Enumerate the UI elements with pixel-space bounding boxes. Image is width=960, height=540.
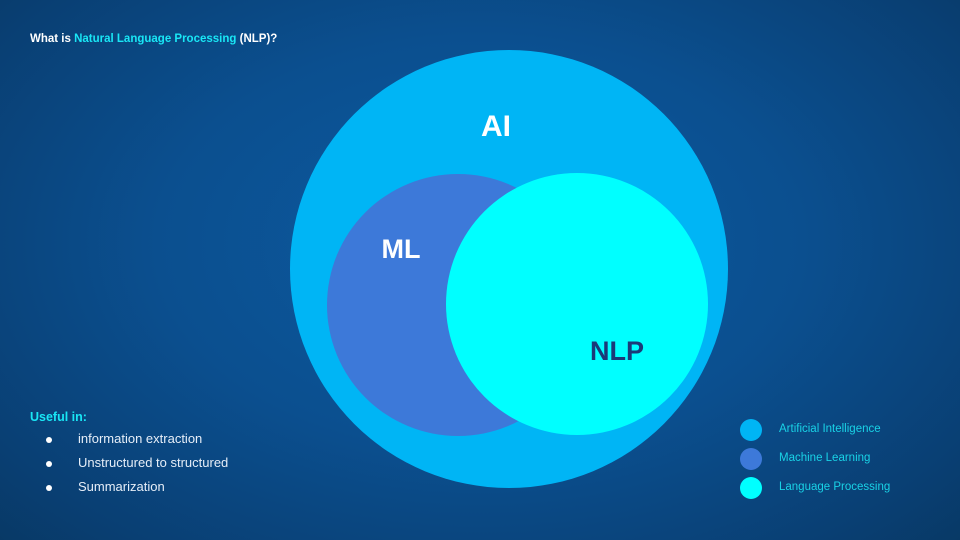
legend-label-ml: Machine Learning xyxy=(779,452,871,464)
legend-swatch-ai xyxy=(740,419,762,441)
list-item: information extraction xyxy=(30,430,228,454)
useful-in-list: information extraction Unstructured to s… xyxy=(30,430,228,502)
title-suffix: (NLP)? xyxy=(236,33,278,45)
legend-label-ai: Artificial Intelligence xyxy=(779,423,881,435)
venn-label-nlp: NLP xyxy=(590,336,644,366)
useful-in-heading: Useful in: xyxy=(30,410,87,424)
legend-label-nlp: Language Processing xyxy=(779,481,891,493)
title-highlight: Natural Language Processing xyxy=(74,33,237,45)
venn-label-ml: ML xyxy=(382,234,421,264)
list-item: Summarization xyxy=(30,478,228,502)
legend-swatch-ml xyxy=(740,448,762,470)
venn-label-ai: AI xyxy=(481,110,511,143)
venn-circle-nlp xyxy=(446,173,708,435)
legend-swatch-nlp xyxy=(740,477,762,499)
list-item: Unstructured to structured xyxy=(30,454,228,478)
bullet-icon xyxy=(46,485,52,491)
bullet-icon xyxy=(46,437,52,443)
useful-in-section: Useful in: information extraction Unstru… xyxy=(30,410,228,502)
bullet-icon xyxy=(46,461,52,467)
slide-title: What is Natural Language Processing (NLP… xyxy=(30,33,277,45)
title-prefix: What is xyxy=(30,33,75,45)
